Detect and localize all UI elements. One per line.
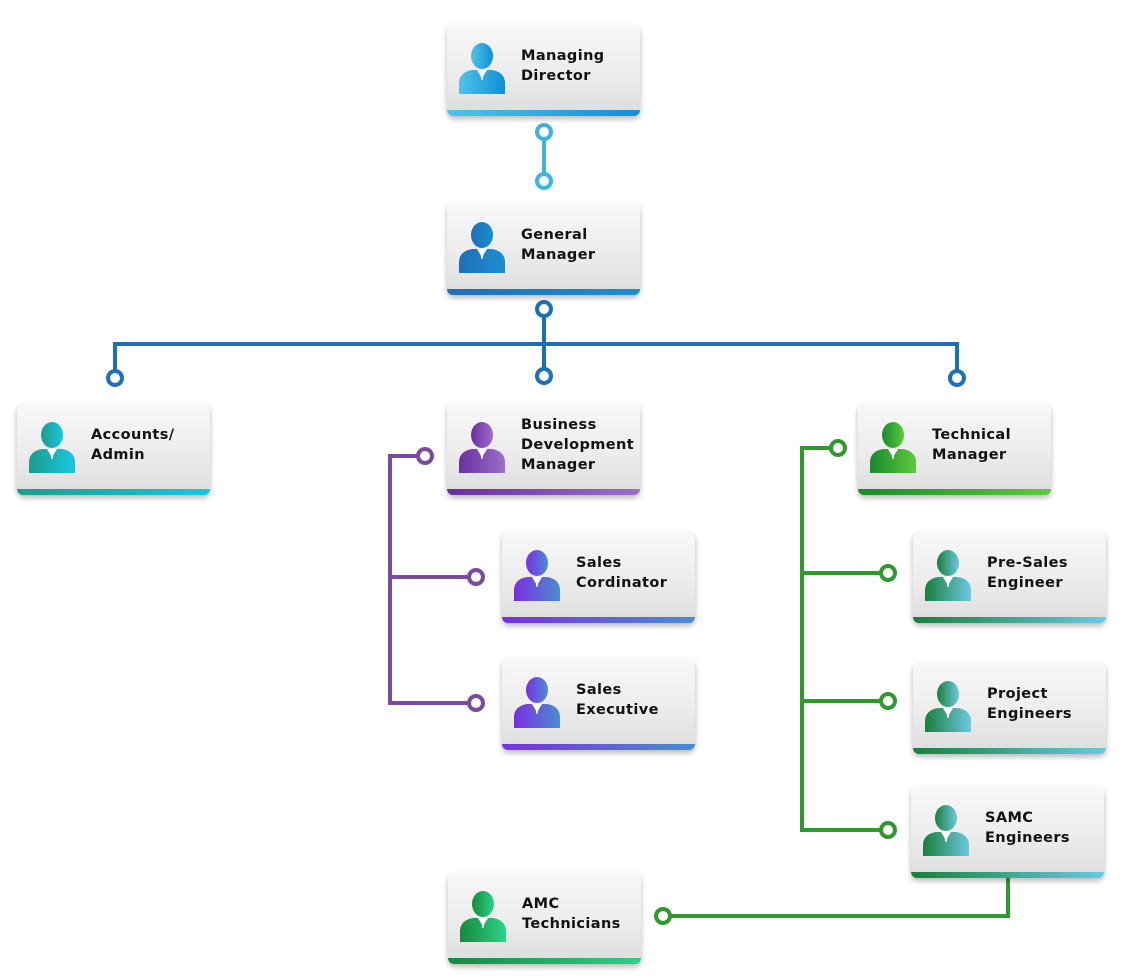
connector-dot-center <box>471 572 481 582</box>
node-label-line: Technicians <box>522 916 621 932</box>
connector-dot-center <box>952 373 962 383</box>
connector-line <box>113 342 959 378</box>
connector-dot-center <box>883 696 893 706</box>
connector-dot-center <box>883 568 893 578</box>
node-label-line: Director <box>521 68 591 84</box>
person-icon <box>868 421 918 473</box>
person-icon <box>27 421 77 473</box>
node-label-line: General <box>521 227 588 243</box>
node-accent-bar <box>448 958 641 964</box>
node-accent-bar <box>502 744 695 750</box>
person-icon <box>457 221 507 273</box>
connector-dot-center <box>833 443 843 453</box>
node-accent-bar <box>502 617 695 623</box>
node-accent-bar <box>913 617 1106 623</box>
node-accent-bar <box>911 872 1104 878</box>
connector-dot-center <box>539 176 549 186</box>
node-label-line: Engineers <box>985 830 1070 846</box>
node-label-line: Development <box>521 437 635 453</box>
node-label-line: Engineers <box>987 706 1072 722</box>
node-amc-technicians: AMC Technicians <box>448 872 641 964</box>
node-accent-bar <box>447 489 640 495</box>
connector-dot-center <box>471 698 481 708</box>
node-label-line: Engineer <box>987 575 1063 591</box>
connector-line <box>388 454 476 705</box>
person-icon <box>457 421 507 473</box>
node-label-line: Project <box>987 686 1048 702</box>
node-label-line: Manager <box>932 447 1007 463</box>
node-label: Accounts/Admin <box>91 403 204 487</box>
node-label-line: Manager <box>521 457 596 473</box>
node-label-line: Executive <box>576 702 659 718</box>
connector-dot-center <box>539 127 549 137</box>
node-accent-bar <box>447 110 640 116</box>
node-accent-bar <box>447 289 640 295</box>
node-label-line: Pre-Sales <box>987 555 1068 571</box>
node-accent-bar <box>913 748 1106 754</box>
connector-dot-center <box>658 911 668 921</box>
person-icon <box>512 549 562 601</box>
node-accent-bar <box>17 489 210 495</box>
person-icon <box>923 680 973 732</box>
node-accounts-admin: Accounts/Admin <box>17 403 210 495</box>
connector-dot-center <box>539 304 549 314</box>
person-icon <box>512 676 562 728</box>
node-label-line: Admin <box>91 447 146 463</box>
person-icon <box>923 549 973 601</box>
person-icon <box>457 42 507 94</box>
node-label-line: Manager <box>521 247 596 263</box>
node-label-line: Accounts/ <box>91 427 175 443</box>
node-accent-bar <box>858 489 1051 495</box>
node-label: SAMC Engineers <box>985 786 1098 870</box>
node-label-line: Managing <box>521 48 605 64</box>
node-samc-engineers: SAMC Engineers <box>911 786 1104 878</box>
node-label-line: Business <box>521 417 597 433</box>
connector-dot-center <box>883 825 893 835</box>
connector-dot-center <box>420 451 430 461</box>
node-label-line: Sales <box>576 555 622 571</box>
node-label-line: Sales <box>576 682 622 698</box>
node-label-line: Cordinator <box>576 575 668 591</box>
node-label-line: Technical <box>932 427 1011 443</box>
node-label-line: AMC <box>522 896 560 912</box>
person-icon <box>458 890 508 942</box>
connector-line <box>663 876 1010 918</box>
person-icon <box>921 804 971 856</box>
connector-line <box>800 446 888 832</box>
node-label-line: SAMC <box>985 810 1034 826</box>
connector-dot-center <box>110 373 120 383</box>
node-label: AMC Technicians <box>522 872 635 956</box>
connector-dot-center <box>539 371 549 381</box>
